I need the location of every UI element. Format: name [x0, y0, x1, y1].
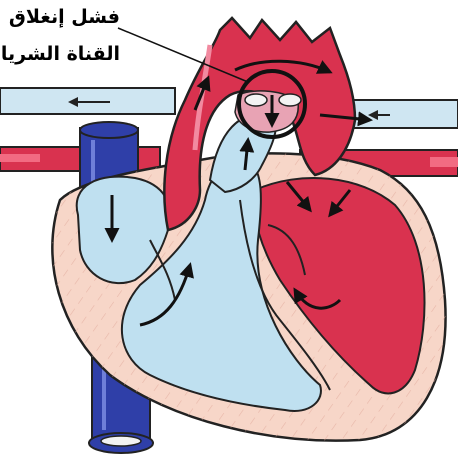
- valve-left: [245, 94, 267, 106]
- caption-line-1: فشل إنغلاق: [0, 6, 120, 28]
- valve-right: [279, 94, 301, 106]
- caption-line-2: القناة الشريانية: [0, 43, 120, 65]
